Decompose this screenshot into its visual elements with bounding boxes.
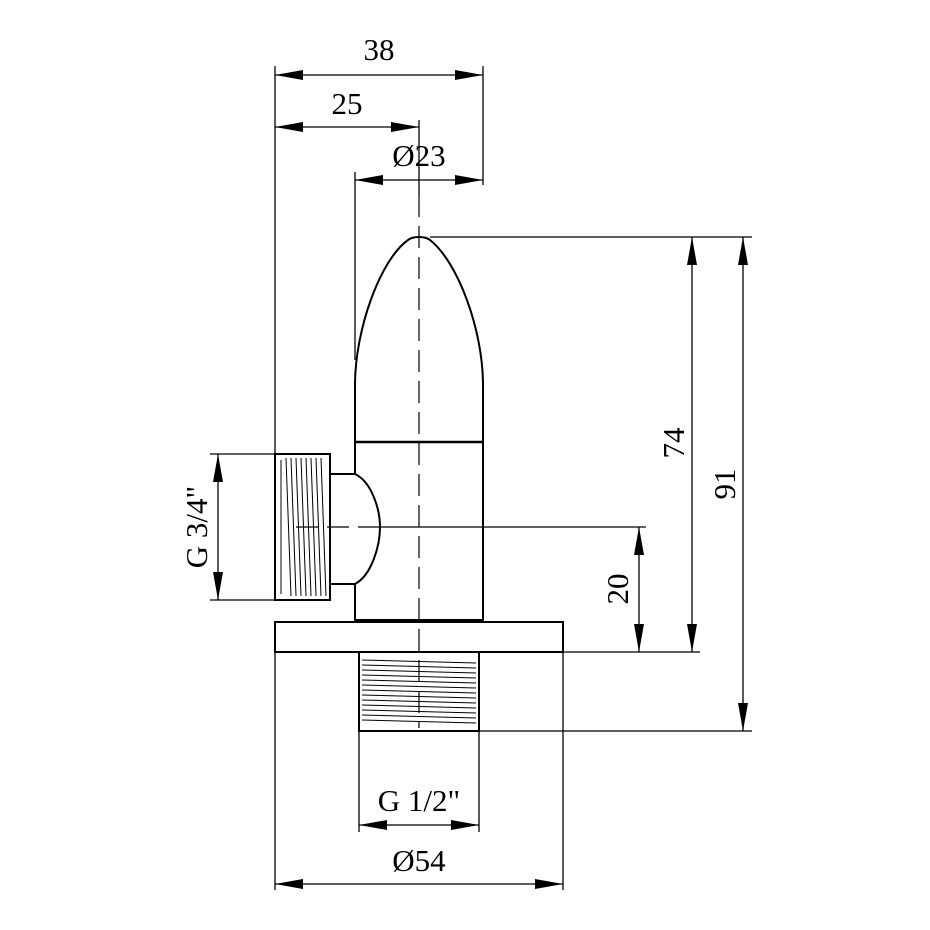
dim-inlet-height: 20 — [600, 574, 635, 605]
extension-lines — [210, 66, 752, 890]
inlet-boss — [329, 473, 382, 585]
arrowheads — [213, 70, 748, 889]
dim-inlet-thread: G 3/4" — [179, 486, 214, 568]
valve-part — [274, 195, 564, 732]
dimension-labels: 38 25 Ø23 G 1/2" Ø54 74 91 20 G 3/4" — [179, 32, 742, 878]
dim-overall-width: 38 — [364, 32, 395, 67]
dim-height-to-flange: 74 — [656, 427, 691, 459]
dim-body-diameter: Ø23 — [392, 138, 445, 173]
dim-flange-diameter: Ø54 — [392, 843, 446, 878]
dim-total-height: 91 — [707, 469, 742, 500]
dim-inlet-offset: 25 — [332, 86, 363, 121]
dim-outlet-thread: G 1/2" — [378, 783, 460, 818]
